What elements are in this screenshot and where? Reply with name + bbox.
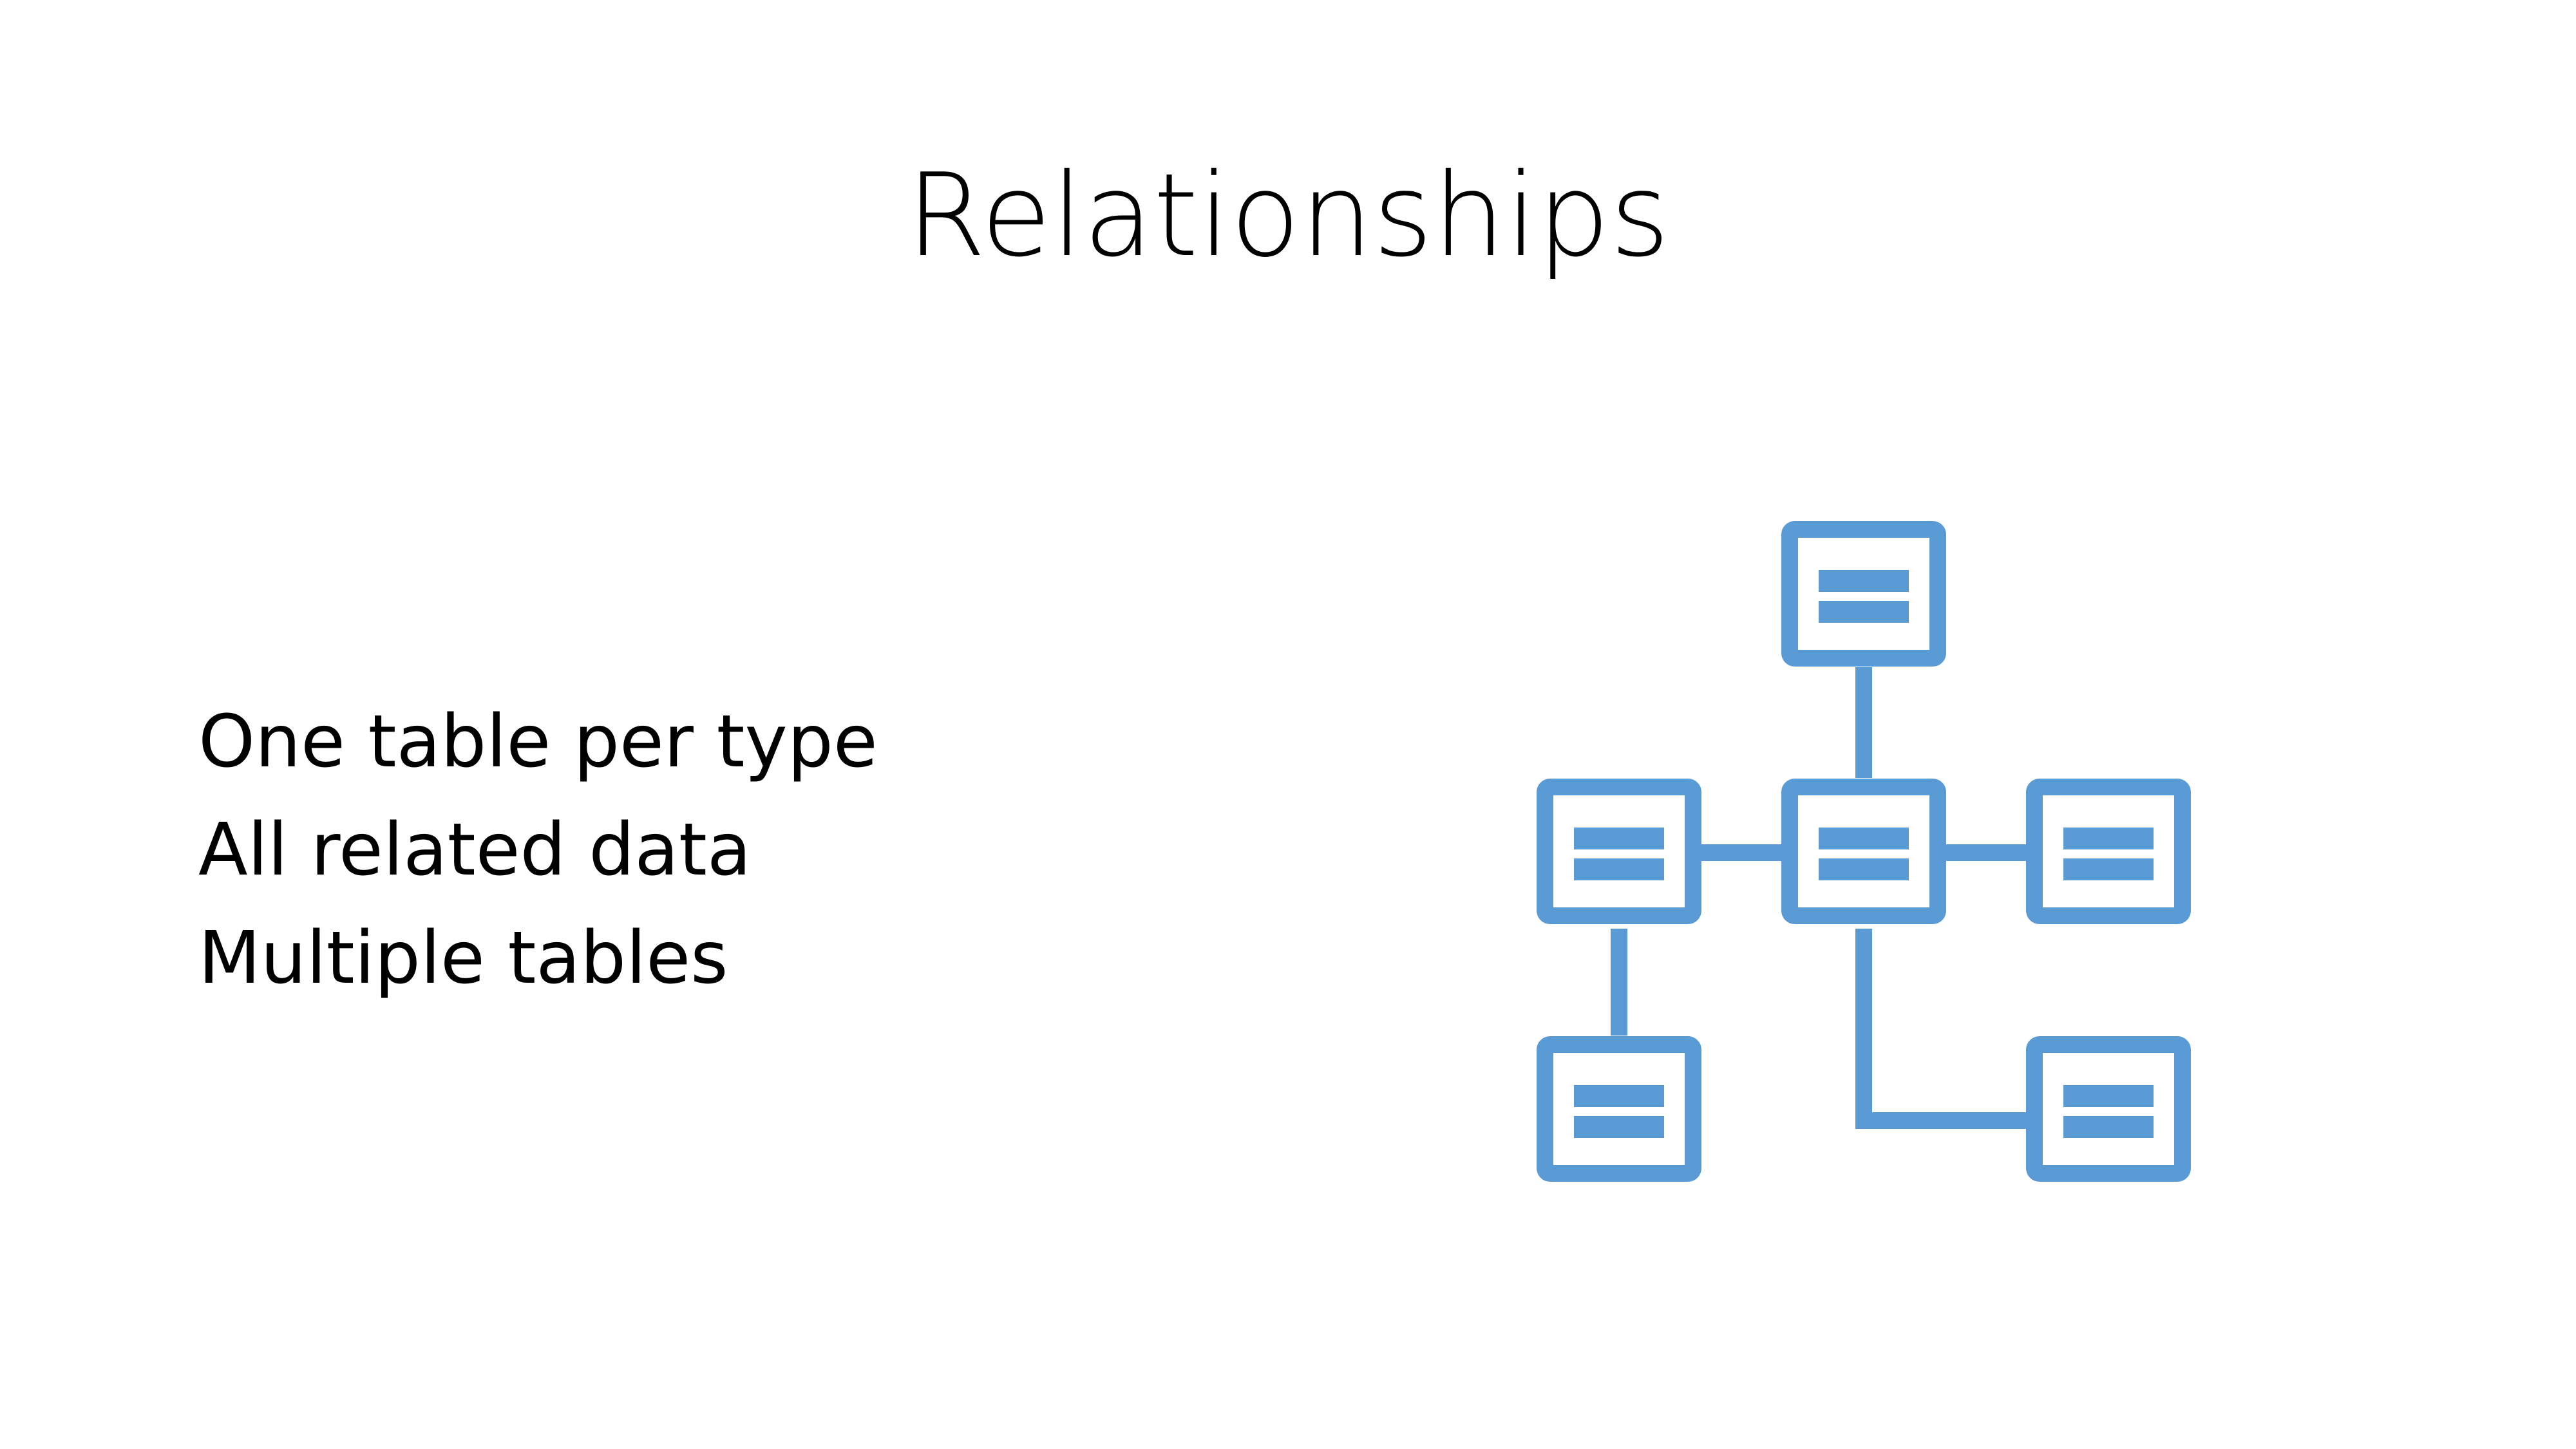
slide-title: Relationships [906,149,1670,282]
link-center-bottom-right [1855,929,2035,1129]
table-bottom-left-icon [1537,1036,1701,1182]
bullet-item: Multiple tables [198,916,728,1000]
bullet-list: One table per type All related data Mult… [198,688,878,1012]
table-bottom-right-icon [2026,1036,2191,1182]
table-center-icon [1781,779,1946,924]
table-left-icon [1537,779,1701,924]
table-top-icon [1781,521,1946,667]
bullet-item: One table per type [198,700,878,784]
relational-tables-icon [1537,521,2191,1182]
bullet-item: All related data [198,808,752,892]
table-right-icon [2026,779,2191,924]
